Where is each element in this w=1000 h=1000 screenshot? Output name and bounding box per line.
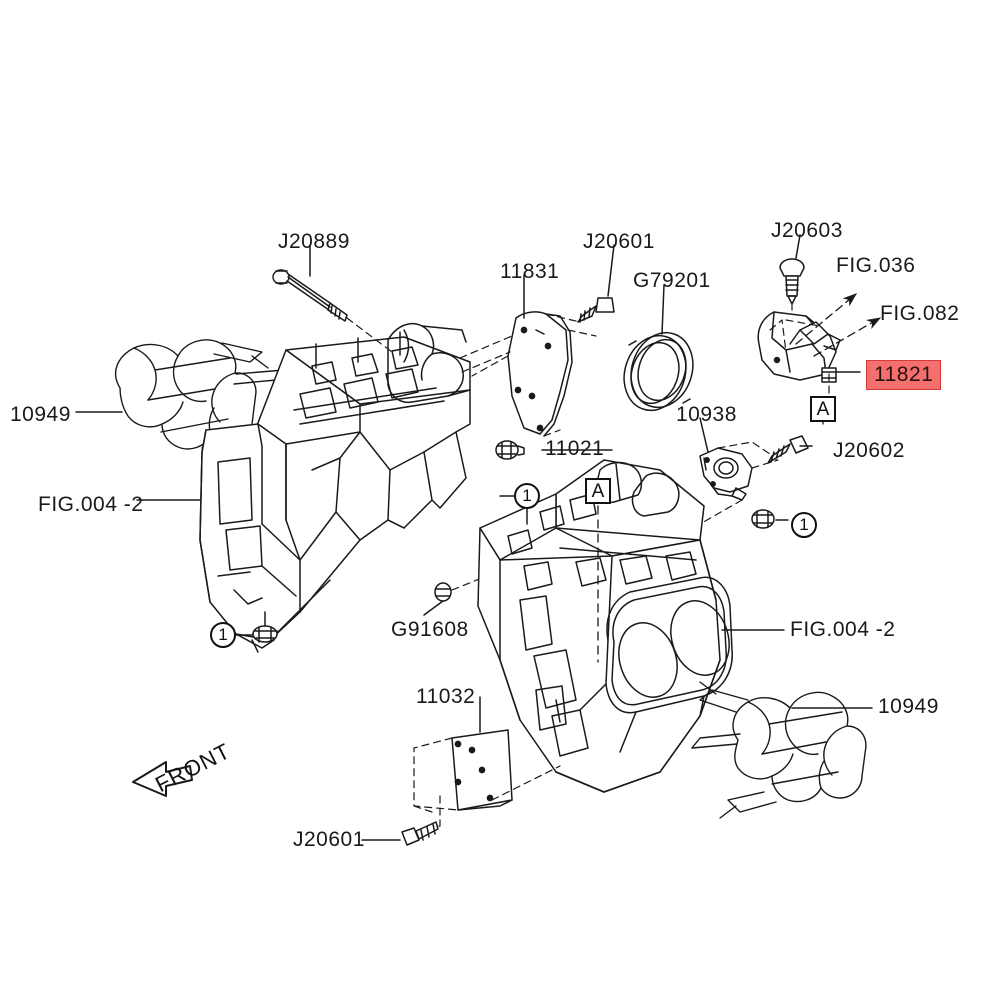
- label-11821-highlighted[interactable]: 11821: [866, 360, 942, 390]
- part-right-engine-block: [477, 459, 733, 793]
- part-left-engine-block: [199, 322, 471, 653]
- part-10949-right-cover: [691, 681, 867, 819]
- label-10938: 10938: [676, 403, 737, 426]
- assembly-dashed-j20889: [346, 317, 393, 353]
- part-11032-plate: [451, 729, 513, 811]
- part-plug-bottom: [252, 625, 278, 643]
- label-g91608: G91608: [391, 618, 469, 641]
- part-11021-plug: [495, 440, 525, 460]
- part-10938-bracket: [699, 447, 753, 501]
- arrow-to-fig036: [795, 293, 857, 345]
- assembly-dashed-11032: [413, 737, 561, 835]
- front-direction-arrow: [132, 761, 193, 797]
- part-j20601-top-bolt: [577, 297, 615, 323]
- arrow-to-fig082: [813, 317, 882, 357]
- assembly-dashed-11821: [769, 319, 830, 397]
- part-j20601-bottom-bolt: [401, 821, 439, 846]
- part-11831-cover: [507, 311, 573, 437]
- label-fig004-2-left[interactable]: FIG.004 -2: [38, 493, 144, 516]
- label-11032: 11032: [416, 685, 476, 708]
- part-g79201-seal-ring: [623, 331, 694, 412]
- label-10949-left: 10949: [10, 403, 71, 426]
- label-j20601-bottom: J20601: [293, 828, 365, 851]
- qty-marker-1-right: 1: [791, 512, 817, 538]
- section-marker-a-middle: A: [585, 478, 611, 504]
- label-10949-right: 10949: [878, 695, 939, 718]
- label-g79201: G79201: [633, 269, 711, 292]
- label-j20603: J20603: [771, 219, 843, 242]
- assembly-dashed-11831: [459, 313, 597, 437]
- qty-marker-1-middle: 1: [514, 483, 540, 509]
- section-marker-a-right: A: [810, 396, 836, 422]
- label-fig036[interactable]: FIG.036: [836, 254, 916, 277]
- qty-marker-1-bottom: 1: [210, 622, 236, 648]
- part-plug-right: [751, 509, 775, 529]
- part-j20602-bolt: [767, 435, 809, 464]
- label-j20889: J20889: [278, 230, 350, 253]
- label-fig004-2-right[interactable]: FIG.004 -2: [790, 618, 896, 641]
- label-fig082[interactable]: FIG.082: [880, 302, 960, 325]
- label-11831: 11831: [500, 260, 560, 283]
- part-j20603-bolt: [779, 258, 805, 305]
- part-j20889-bolt: [272, 269, 348, 322]
- label-j20601-top: J20601: [583, 230, 655, 253]
- part-g91608-plug: [434, 582, 452, 602]
- label-11021: 11021: [545, 437, 605, 460]
- label-j20602: J20602: [833, 439, 905, 462]
